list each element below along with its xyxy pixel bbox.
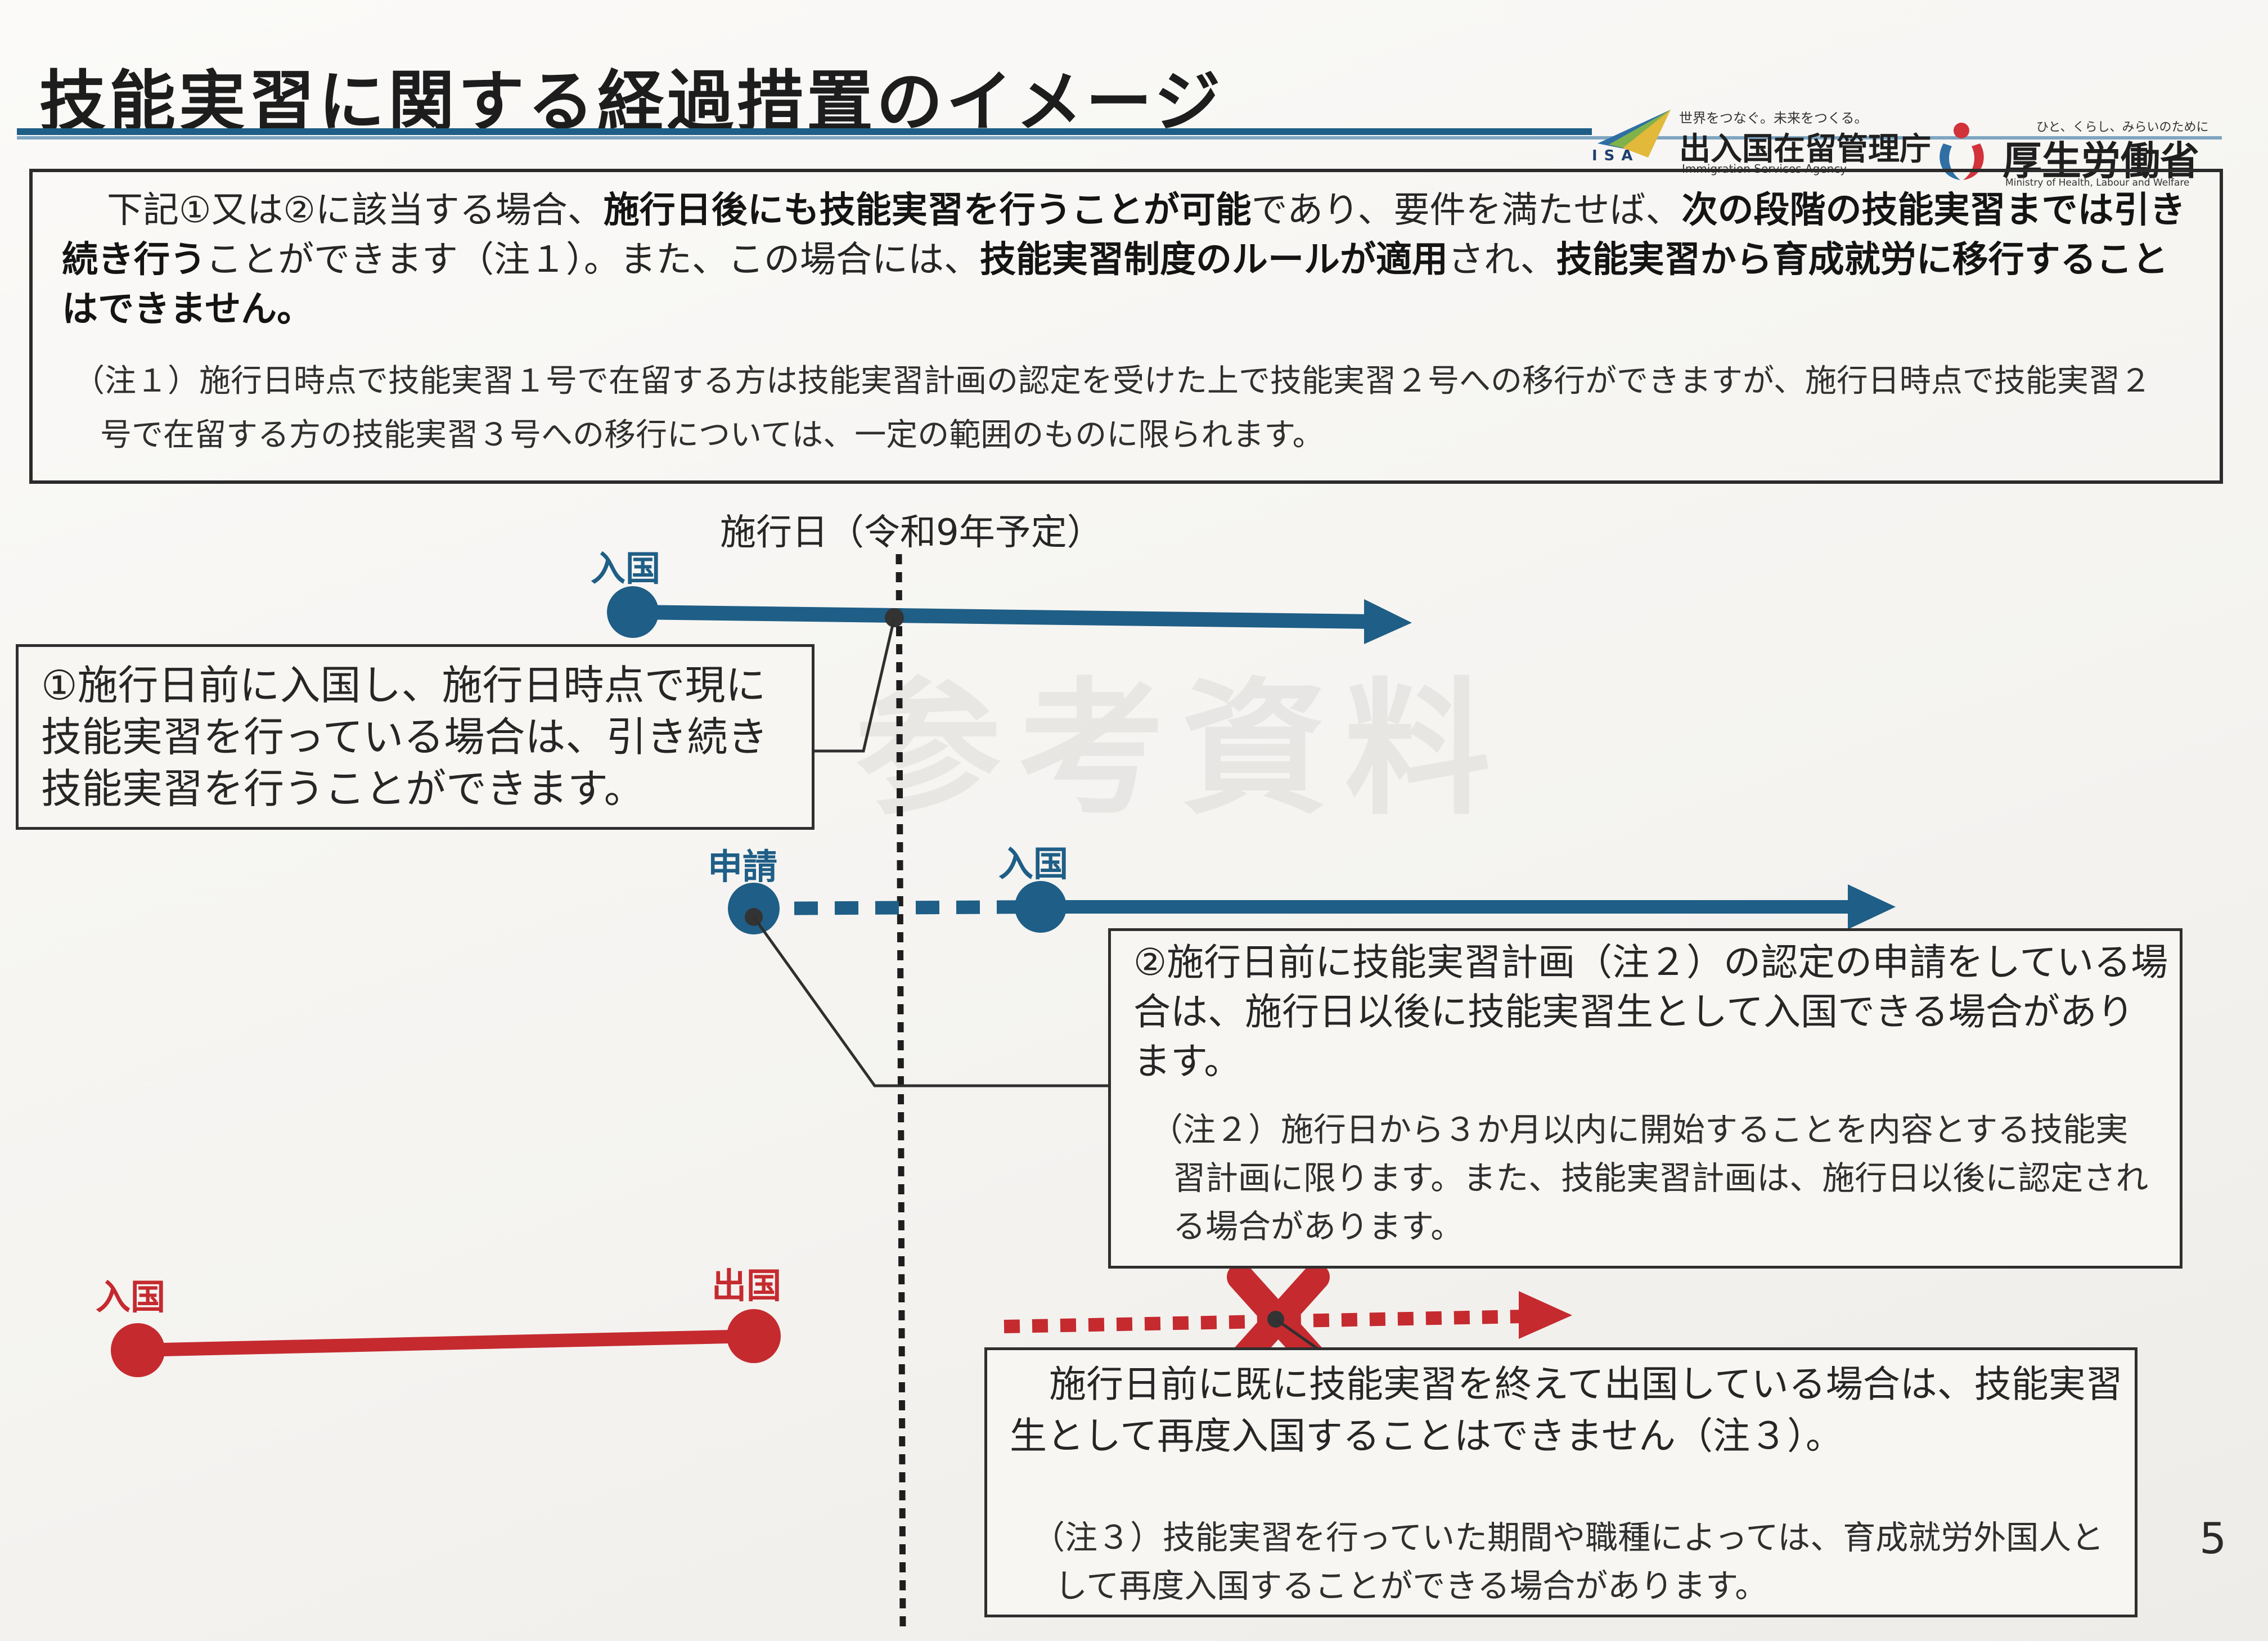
case2-box: ②施行日前に技能実習計画（注２）の認定の申請をしている場合は、施行日以後に技能実… [1108, 928, 2182, 1269]
case3-entry-dot [111, 1323, 165, 1377]
watermark: 参考資料 [855, 665, 1508, 835]
case3-exit-dot [727, 1309, 781, 1363]
case3-arrowhead [1519, 1291, 1572, 1339]
case2-text: ②施行日前に技能実習計画（注２）の認定の申請をしている場合は、施行日以後に技能実… [1133, 941, 2168, 1083]
intro-box [29, 169, 2223, 484]
intro-text-3: ことができます（注１）。また、この場合には、 [206, 239, 980, 281]
isa-logo-icon [1598, 110, 1671, 158]
intro-text-1: 下記①又は②に該当する場合、 [107, 190, 604, 231]
note-3: （注３）技能実習を行っていた期間や職種によっては、育成就労外国人として再度入国す… [1032, 1518, 2104, 1605]
case2-apply-label: 申請 [708, 846, 778, 887]
case2-leader-line [752, 916, 1108, 1087]
case1-timeline [632, 605, 1373, 629]
case1-box: ①施行日前に入国し、施行日時点で現に技能実習を行っている場合は、引き続き技能実習… [16, 644, 814, 830]
note-1: （注１）施行日時点で技能実習１号で在留する方は技能実習計画の認定を受けた上で技能… [73, 363, 2152, 453]
enforcement-date-line [896, 554, 906, 1632]
isa-agency-name: 出入国在留管理庁 [1679, 131, 1931, 168]
mhlw-ministry-name: 厚生労働省 [2002, 138, 2199, 184]
case3-entry-label: 入国 [96, 1276, 166, 1318]
page-title: 技能実習に関する経過措置のイメージ [39, 63, 1224, 141]
mhlw-tagline: ひと、くらし、みらいのために [2036, 120, 2209, 134]
intro-bold-2: 次の段階の技能実習までは引き続き行う [62, 190, 2186, 281]
page-number: 5 [2199, 1513, 2227, 1563]
enforcement-date-label: 施行日（令和9年予定） [720, 512, 1103, 554]
case1-leader-line [813, 617, 896, 753]
case1-arrowhead [1364, 599, 1412, 644]
intro-bold-4: 技能実習から育成就労に移行することはできません。 [62, 239, 2168, 330]
case2-entry-label: 入国 [998, 843, 1069, 884]
title-underline [17, 128, 1592, 135]
case2-arrowhead [1848, 884, 1896, 929]
isa-letters: ISA [1592, 147, 1640, 164]
case3-timeline [137, 1329, 754, 1357]
case2-entry-dot [1015, 881, 1066, 933]
note-2: （注２）施行日から３か月以内に開始することを内容とする技能実習計画に限ります。ま… [1150, 1111, 2149, 1246]
case1-text: ①施行日前に入国し、施行日時点で現に技能実習を行っている場合は、引き続き技能実習… [41, 662, 768, 812]
title-underline-light [17, 136, 2222, 140]
intro-text-4: され、 [1448, 239, 1556, 281]
intro-bold-1: 施行日後にも技能実習を行うことが可能 [603, 190, 1252, 231]
case3-exit-label: 出国 [712, 1265, 782, 1306]
case2-dotted-line [753, 900, 1041, 915]
case3-text: 施行日前に既に技能実習を終えて出国している場合は、技能実習生として再度入国するこ… [1010, 1363, 2123, 1458]
case1-entry-dot [607, 586, 659, 638]
case1-entry-label: 入国 [591, 548, 661, 589]
intro-text-2: であり、要件を満たせば、 [1251, 190, 1682, 231]
isa-tagline: 世界をつなぐ。未来をつくる。 [1679, 110, 1868, 126]
intro-bold-3: 技能実習制度のルールが適用 [980, 239, 1448, 281]
case3-box: 施行日前に既に技能実習を終えて出国している場合は、技能実習生として再度入国するこ… [984, 1347, 2138, 1617]
mhlw-ministry-name-en: Ministry of Health, Labour and Welfare [2005, 177, 2190, 188]
intro-paragraph: 下記①又は②に該当する場合、施行日後にも技能実習を行うことが可能であり、要件を満… [62, 186, 2188, 334]
